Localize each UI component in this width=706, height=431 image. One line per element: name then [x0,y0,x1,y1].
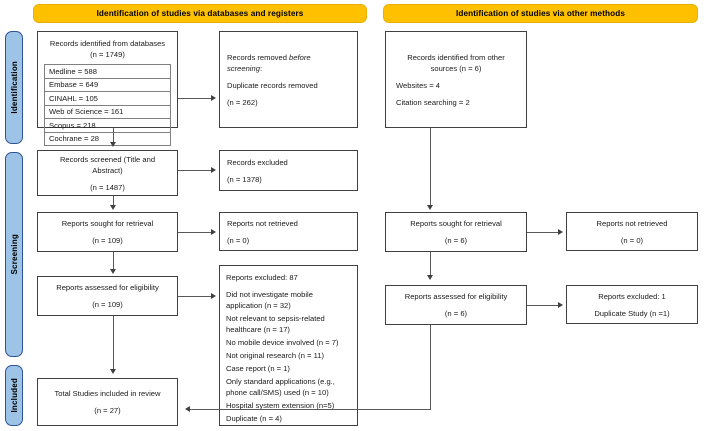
connector-screened-to-sought [113,196,114,206]
banner-databases-registers: Identification of studies via databases … [33,4,367,23]
records-excluded-title: Records excluded [227,157,288,167]
box-reports-not-retrieved-right: Reports not retrieved (n = 0) [566,212,698,251]
arrowhead-assessed-to-excluded [211,293,216,299]
reports-not-retrieved-right-count: (n = 0) [620,235,644,245]
reports-assessed-right-title: Reports assessed for eligibility [404,292,508,301]
database-source-row: Web of Science = 161 [45,106,170,120]
connector-assessed-to-excluded [178,296,211,297]
arrowhead-identified-to-removed [211,95,216,101]
connector-identified-to-removed [178,98,211,99]
reports-excluded-left-title: Reports excluded: 87 [226,273,298,282]
arrowhead-sought-to-not-retrieved [211,229,216,235]
phase-label-included: Included [5,365,23,426]
box-reports-not-retrieved-left: Reports not retrieved (n = 0) [219,212,358,251]
box-reports-sought-left: Reports sought for retrieval (n = 109) [37,212,178,252]
arrowhead-assessed-right-to-excluded [558,302,563,308]
connector-right-to-included-horizontal [190,409,431,410]
records-identified-title: Records identified from databases [49,39,166,48]
box-reports-excluded-right: Reports excluded: 1 Duplicate Study (n =… [566,285,698,324]
arrowhead-sought-to-assessed [110,269,116,274]
arrowhead-identified-to-screened [110,142,116,147]
records-removed-heading-lead: Records removed [227,52,290,62]
records-other-sources-websites: Websites = 4 [396,80,440,90]
reports-excluded-reason: No mobile device involved (n = 7) [226,338,339,347]
arrowhead-assessed-to-included [110,369,116,374]
records-removed-heading: Records removed before screening: [227,52,350,74]
database-source-row: CINAHL = 105 [45,92,170,106]
banner-other-methods: Identification of studies via other meth… [383,4,698,23]
database-source-row: Cochrane = 28 [45,133,170,147]
reports-sought-left-title: Reports sought for retrieval [61,219,154,228]
box-records-other-sources: Records identified from other sources (n… [385,31,527,128]
box-records-removed-before-screening: Records removed before screening: Duplica… [219,31,358,128]
arrowhead-right-to-included [185,406,190,412]
database-source-table: Medline = 588 Embase = 649 CINAHL = 105 … [44,64,171,147]
phase-label-screening-text: Screening [9,234,19,275]
reports-assessed-left-title: Reports assessed for eligibility [56,283,159,292]
arrowhead-sought-right-to-not-retrieved [558,229,563,235]
reports-excluded-reason: Not original research (n = 11) [226,351,324,360]
records-excluded-count: (n = 1378) [227,174,262,184]
banner-databases-registers-label: Identification of studies via databases … [96,9,304,18]
records-removed-heading-emphasis2: screening [227,63,260,73]
database-source-row: Embase = 649 [45,79,170,93]
reports-excluded-reason: Only standard applications (e.g., phone … [226,377,335,397]
duplicate-records-removed-text: Duplicate records removed [227,80,318,90]
box-records-identified-databases: Records identified from databases (n = 1… [37,31,178,147]
reports-sought-left-count: (n = 109) [92,236,123,245]
reports-excluded-reason: Duplicate (n = 4) [226,414,282,423]
records-screened-count: (n = 1487) [90,182,125,192]
reports-not-retrieved-right-title: Reports not retrieved [596,218,668,228]
records-identified-count: (n = 1749) [90,50,125,59]
box-records-excluded: Records excluded (n = 1378) [219,150,358,191]
box-reports-assessed-right: Reports assessed for eligibility (n = 6) [385,285,527,325]
reports-not-retrieved-left-count: (n = 0) [227,235,250,245]
reports-excluded-reason: Did not investigate mobile application (… [226,290,313,310]
connector-sought-to-not-retrieved [178,232,211,233]
reports-sought-right-title: Reports sought for retrieval [410,219,502,228]
records-other-sources-title: Records identified from other sources (n… [407,52,505,73]
connector-identified-to-screened [113,128,114,144]
box-reports-sought-right: Reports sought for retrieval (n = 6) [385,212,527,252]
total-studies-title: Total Studies included in review [54,389,161,398]
records-removed-heading-emphasis: before [289,52,311,62]
arrowhead-screened-to-excluded [211,167,216,173]
box-records-screened: Records screened (Title and Abstract) (n… [37,150,178,196]
records-other-sources-citation: Citation searching = 2 [396,97,470,107]
connector-screened-to-excluded [178,170,211,171]
box-reports-excluded-left: Reports excluded: 87 Did not investigate… [219,265,358,426]
reports-assessed-left-count: (n = 109) [92,300,123,309]
phase-label-included-text: Included [9,378,19,413]
duplicate-records-removed-count: (n = 262) [227,97,258,107]
database-source-row: Medline = 588 [45,65,170,79]
connector-assessed-right-to-excluded [527,305,559,306]
reports-excluded-reason: Case report (n = 1) [226,364,290,373]
reports-sought-right-count: (n = 6) [444,236,468,245]
reports-excluded-right-title: Reports excluded: 1 [598,291,666,301]
box-total-studies-included: Total Studies included in review (n = 27… [37,378,178,426]
records-removed-heading-colon: : [259,63,263,73]
phase-label-identification-text: Identification [9,61,19,114]
records-screened-title: Records screened (Title and Abstract) [59,154,156,175]
reports-excluded-reason: Not relevant to sepsis-related healthcar… [226,314,325,334]
arrowhead-sought-right-to-assessed [427,275,433,280]
reports-excluded-right-reason: Duplicate Study (n =1) [594,308,670,318]
connector-sought-right-to-not-retrieved [527,232,559,233]
box-reports-assessed-left: Reports assessed for eligibility (n = 10… [37,276,178,316]
reports-assessed-right-count: (n = 6) [444,309,468,318]
database-source-row: Scopus = 218 [45,119,170,133]
connector-other-sources-to-sought [430,128,431,206]
phase-label-screening: Screening [5,152,23,357]
arrowhead-screened-to-sought [110,205,116,210]
banner-other-methods-label: Identification of studies via other meth… [456,9,625,18]
total-studies-count: (n = 27) [94,406,121,415]
arrowhead-other-sources-to-sought [427,205,433,210]
phase-label-identification: Identification [5,31,23,144]
connector-right-to-included-vertical [430,325,431,410]
connector-sought-to-assessed [113,252,114,270]
connector-sought-right-to-assessed [430,252,431,276]
connector-assessed-to-included [113,316,114,370]
reports-excluded-reason: Hospital system extension (n=5) [226,401,335,410]
reports-not-retrieved-left-title: Reports not retrieved [227,218,298,228]
